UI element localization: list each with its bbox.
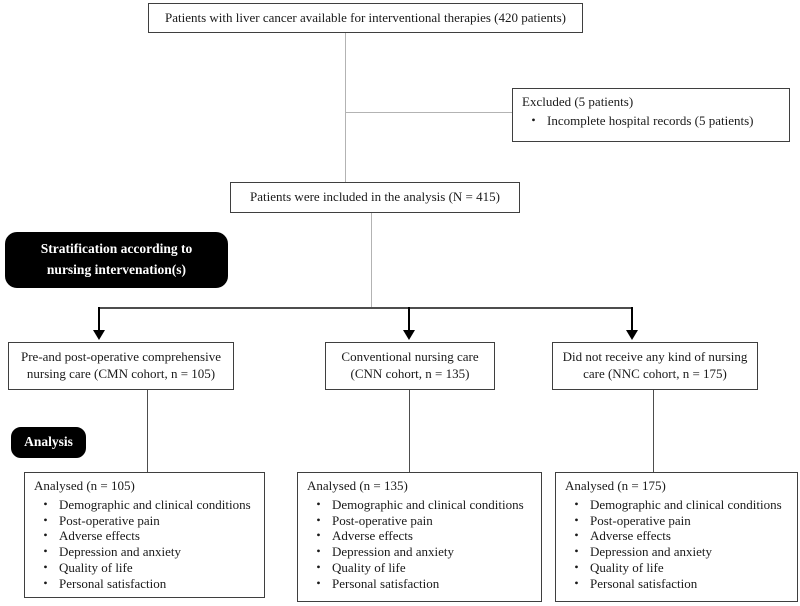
box-eligible-patients: Patients with liver cancer available for… [148,3,583,33]
box-analysed-cmn: Analysed (n = 105) • Demographic and clin… [24,472,265,598]
connector-top-to-included [345,33,346,183]
bullet-icon: • [316,544,321,559]
analysed-item: Quality of life [59,560,133,576]
bullet-item: • Incomplete hospital records (5 patient… [520,113,785,129]
bullet-item: • Personal satisfaction [563,576,793,592]
cohort-cnn-line2: (CNN cohort, n = 135) [350,366,470,381]
analysed-item: Adverse effects [590,528,671,544]
analysed-item: Demographic and clinical conditions [332,496,524,512]
connector-cohort2-to-analysed2 [409,390,410,472]
bullet-item: • Post-operative pain [32,513,260,529]
arrow-down-icon [626,330,638,340]
bullet-icon: • [43,544,48,559]
arrow-stem-cohort1 [98,307,100,331]
bullet-icon: • [574,544,579,559]
connector-included-to-branch [371,213,372,308]
bullet-icon: • [316,575,321,590]
bullet-icon: • [574,496,579,511]
bullet-item: • Adverse effects [32,528,260,544]
arrow-down-icon [93,330,105,340]
analysed-item: Post-operative pain [59,512,160,528]
bullet-icon: • [316,512,321,527]
bullet-icon: • [316,496,321,511]
bullet-item: • Depression and anxiety [32,544,260,560]
box-analysed-nnc: Analysed (n = 175) • Demographic and clin… [555,472,798,602]
bullet-item: • Depression and anxiety [563,544,793,560]
box-cohort-cmn: Pre-and post-operative comprehensive nur… [8,342,234,390]
box-eligible-patients-text: Patients with liver cancer available for… [164,9,567,25]
bullet-icon: • [316,560,321,575]
bullet-icon: • [43,496,48,511]
analysed-item: Personal satisfaction [590,575,698,591]
analysed-item: Adverse effects [332,528,413,544]
box-cohort-cnn: Conventional nursing care (CNN cohort, n… [325,342,495,390]
box-excluded: Excluded (5 patients) • Incomplete hospi… [512,88,790,142]
analysed-item: Adverse effects [59,528,140,544]
analysed-item: Depression and anxiety [332,544,455,560]
excluded-title: Excluded (5 patients) [522,94,634,109]
label-stratification-line2: nursing intervenation(s) [46,262,187,277]
box-analysed-cnn: Analysed (n = 135) • Demographic and clin… [297,472,542,602]
analysed-item: Post-operative pain [590,512,691,528]
branch-line [98,307,633,309]
connector-cohort1-to-analysed1 [147,390,148,472]
analysed-item: Depression and anxiety [590,544,713,560]
bullet-icon: • [43,575,48,590]
bullet-icon: • [316,528,321,543]
cohort-nnc-line2: care (NNC cohort, n = 175) [583,366,727,381]
analysed-item: Post-operative pain [332,512,433,528]
analysed-item: Quality of life [332,560,406,576]
label-stratification-line1: Stratification according to [40,241,193,257]
bullet-item: • Quality of life [32,560,260,576]
cohort-nnc-line1: Did not receive any kind of nursing [562,349,748,365]
analysed-item: Quality of life [590,560,664,576]
analysed-item: Depression and anxiety [59,544,182,560]
connector-cohort3-to-analysed3 [653,390,654,472]
bullet-item: • Quality of life [563,560,793,576]
bullet-icon: • [574,560,579,575]
arrow-down-icon [403,330,415,340]
analysed-item: Demographic and clinical conditions [590,496,782,512]
label-stratification: Stratification according to nursing inte… [5,232,228,288]
bullet-item: • Adverse effects [563,528,793,544]
bullet-item: • Personal satisfaction [305,576,537,592]
box-cohort-nnc: Did not receive any kind of nursing care… [552,342,758,390]
bullet-icon: • [43,528,48,543]
bullet-item: • Demographic and clinical conditions [305,497,537,513]
label-analysis-text: Analysis [24,434,73,450]
connector-to-excluded [345,112,512,113]
arrow-stem-cohort2 [408,307,410,331]
bullet-icon: • [574,512,579,527]
bullet-item: • Post-operative pain [563,513,793,529]
excluded-reason: Incomplete hospital records (5 patients) [547,112,754,128]
analysed-cnn-title: Analysed (n = 135) [307,478,408,493]
label-analysis: Analysis [11,427,86,458]
bullet-icon: • [43,512,48,527]
analysed-item: Personal satisfaction [59,575,167,591]
bullet-item: • Demographic and clinical conditions [32,497,260,513]
bullet-icon: • [574,575,579,590]
box-included-patients-text: Patients were included in the analysis (… [250,189,500,205]
cohort-cmn-line2: nursing care (CMN cohort, n = 105) [26,366,216,381]
analysed-item: Personal satisfaction [332,575,440,591]
bullet-icon: • [531,112,536,127]
bullet-item: • Personal satisfaction [32,576,260,592]
analysed-nnc-title: Analysed (n = 175) [565,478,666,493]
analysed-item: Demographic and clinical conditions [59,496,251,512]
analysed-cmn-title: Analysed (n = 105) [34,478,135,493]
arrow-stem-cohort3 [631,307,633,331]
box-included-patients: Patients were included in the analysis (… [230,182,520,213]
bullet-item: • Adverse effects [305,528,537,544]
cohort-cnn-line1: Conventional nursing care [341,349,479,365]
cohort-cmn-line1: Pre-and post-operative comprehensive [21,349,221,365]
bullet-item: • Demographic and clinical conditions [563,497,793,513]
bullet-icon: • [574,528,579,543]
bullet-item: • Quality of life [305,560,537,576]
bullet-icon: • [43,560,48,575]
bullet-item: • Post-operative pain [305,513,537,529]
bullet-item: • Depression and anxiety [305,544,537,560]
